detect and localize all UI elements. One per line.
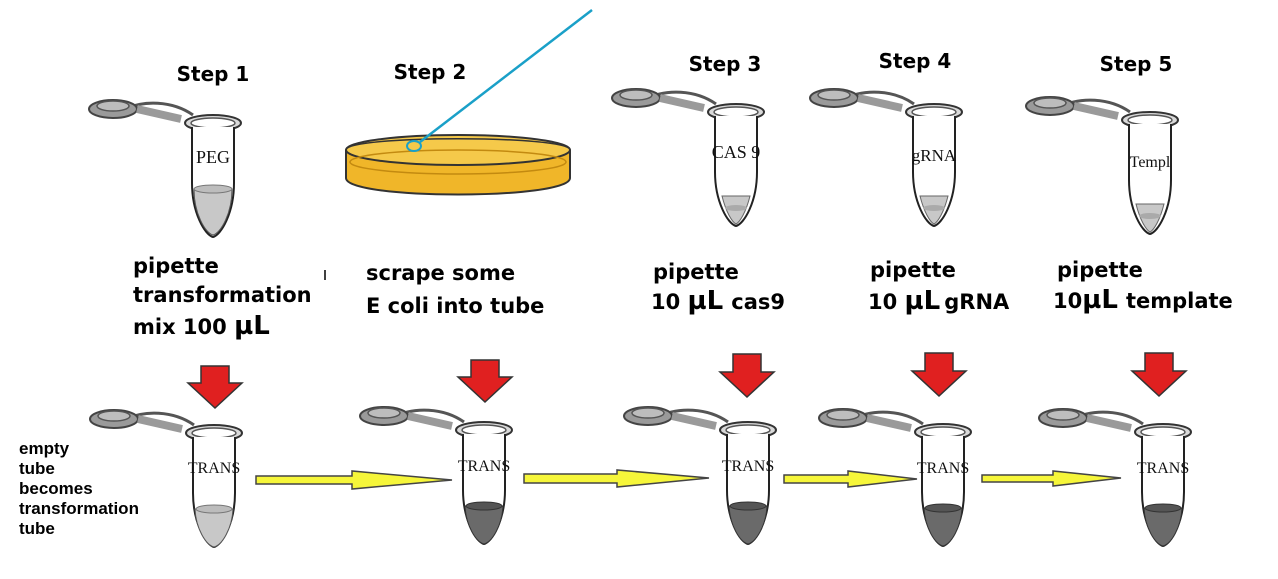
svg-text:tube: tube (19, 459, 55, 478)
step-2-instruction: scrape some E coli into tube (366, 261, 544, 318)
cas9-tube: CAS 9 (612, 89, 764, 226)
right-arrow-1 (255, 470, 453, 490)
svg-text:becomes: becomes (19, 479, 93, 498)
right-arrow-4 (981, 470, 1122, 487)
down-arrow-step-1 (186, 365, 244, 410)
right-arrow-3 (783, 470, 918, 488)
step-1-instruction: pipette transformation mix 100 µL (133, 254, 312, 341)
svg-text:pipette: pipette (133, 254, 219, 278)
down-arrow-step-3 (718, 353, 776, 399)
down-arrow-step-5 (1130, 352, 1188, 398)
peg-tube: PEG (89, 100, 241, 237)
down-arrow-step-4 (910, 352, 968, 398)
down-arrow-step-2 (456, 359, 514, 404)
ecoli-petri-dish (345, 134, 571, 196)
inoculation-loop (406, 9, 593, 152)
peg-tube-label: PEG (196, 147, 230, 167)
side-note: empty tube becomes transformation tube (19, 439, 139, 538)
svg-text:TRANS: TRANS (1137, 460, 1189, 477)
trans-tube-1: TRANS (90, 410, 242, 547)
svg-text:tube: tube (19, 519, 55, 538)
svg-text:pipette: pipette (1057, 258, 1143, 282)
svg-text:pipette: pipette (870, 258, 956, 282)
svg-text:TRANS: TRANS (188, 460, 240, 477)
right-arrow-2 (523, 469, 710, 488)
step-5-title: Step 5 (1100, 52, 1173, 76)
svg-text:mix 100 µL: mix 100 µL (133, 311, 270, 341)
grna-tube-label: gRNA (912, 146, 957, 165)
grna-tube: gRNA (810, 89, 962, 226)
svg-text:transformation: transformation (19, 499, 139, 518)
svg-text:empty: empty (19, 439, 70, 458)
svg-text:E coli into tube: E coli into tube (366, 294, 544, 318)
svg-text:TRANS: TRANS (722, 458, 774, 475)
trans-tube-4: TRANS (819, 409, 971, 546)
svg-text:transformation: transformation (133, 283, 312, 307)
cas9-tube-label: CAS 9 (712, 142, 761, 162)
template-tube-label: Templ (1130, 154, 1171, 171)
template-tube: Templ (1026, 97, 1178, 234)
trans-tube-5: TRANS (1039, 409, 1191, 546)
step-2-title: Step 2 (394, 60, 467, 84)
trans-tube-2: TRANS (360, 407, 512, 544)
svg-text:scrape some: scrape some (366, 261, 515, 285)
svg-text:TRANS: TRANS (458, 458, 510, 475)
trans-tube-3: TRANS (624, 407, 776, 544)
step-1-title: Step 1 (177, 62, 250, 86)
step-4-title: Step 4 (879, 49, 952, 73)
svg-text:pipette: pipette (653, 260, 739, 284)
svg-text:TRANS: TRANS (917, 460, 969, 477)
step-3-title: Step 3 (689, 52, 762, 76)
